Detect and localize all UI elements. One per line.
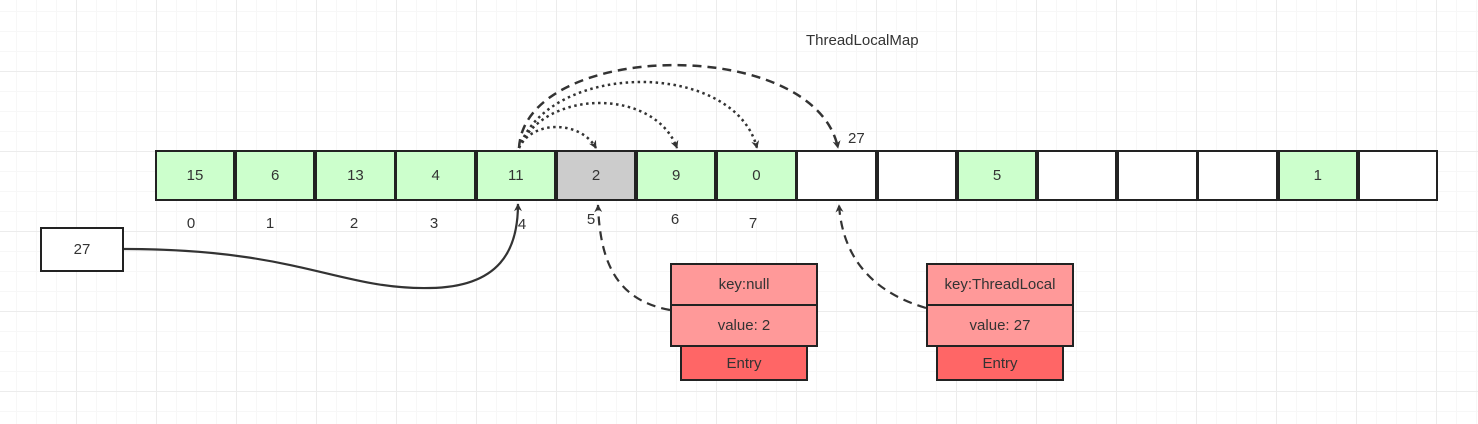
new-entry-label: Entry xyxy=(936,345,1064,381)
placement-arc-slot8 xyxy=(517,63,841,149)
array-index-1: 1 xyxy=(265,215,275,232)
array-cell-14[interactable]: 1 xyxy=(1277,150,1359,201)
array-cell-7[interactable]: 0 xyxy=(716,150,797,201)
array-cell-6[interactable]: 9 xyxy=(636,150,717,201)
array-cell-0[interactable]: 15 xyxy=(154,150,236,201)
new-entry[interactable]: key:ThreadLocal value: 27 Entry xyxy=(926,263,1074,381)
array-cell-9[interactable] xyxy=(876,150,958,201)
array-index-7: 7 xyxy=(748,215,758,232)
array-index-0: 0 xyxy=(186,215,196,232)
probe-arc-slot5 xyxy=(517,125,598,149)
array-index-4: 4 xyxy=(517,216,527,233)
stale-entry-value: value: 2 xyxy=(670,304,818,347)
stale-entry-key: key:null xyxy=(670,263,818,306)
array-cell-5[interactable]: 2 xyxy=(555,150,637,201)
stale-entry-pointer xyxy=(594,204,671,312)
array-cell-1[interactable]: 6 xyxy=(235,150,316,201)
stale-entry[interactable]: key:null value: 2 Entry xyxy=(670,263,818,381)
array-cell-15[interactable] xyxy=(1357,150,1439,201)
new-entry-pointer xyxy=(835,204,927,310)
hash-insert-arrow xyxy=(123,203,522,290)
new-entry-value: value: 27 xyxy=(926,304,1074,347)
slot-annotation: 27 xyxy=(848,130,865,147)
array-cell-11[interactable] xyxy=(1037,150,1118,201)
array-cell-4[interactable]: 11 xyxy=(475,150,557,201)
probe-arc-slot6 xyxy=(517,101,679,149)
array-cell-12[interactable] xyxy=(1117,150,1198,201)
array-index-5: 5 xyxy=(586,211,596,228)
probe-arc-slot7 xyxy=(517,80,760,149)
array-cell-8[interactable] xyxy=(796,150,877,201)
array-cell-3[interactable]: 4 xyxy=(395,150,476,201)
array-cell-10[interactable]: 5 xyxy=(956,150,1038,201)
array-index-6: 6 xyxy=(670,211,680,228)
array-cell-13[interactable] xyxy=(1197,150,1278,201)
new-key-box[interactable]: 27 xyxy=(40,227,124,272)
stale-entry-label: Entry xyxy=(680,345,808,381)
array-index-3: 3 xyxy=(429,215,439,232)
diagram-title: ThreadLocalMap xyxy=(806,32,919,49)
array-index-2: 2 xyxy=(349,215,359,232)
array-cell-2[interactable]: 13 xyxy=(315,150,396,201)
new-entry-key: key:ThreadLocal xyxy=(926,263,1074,306)
